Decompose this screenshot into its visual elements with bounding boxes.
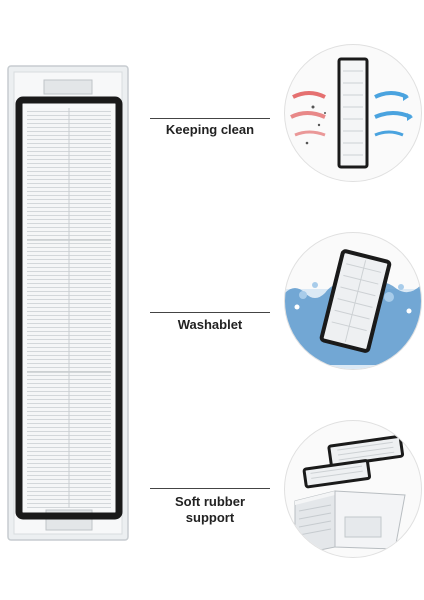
water-splash-filter-icon [285, 249, 421, 369]
feature-label-washablet: Washablet [177, 317, 243, 332]
feature-divider [150, 118, 270, 119]
feature-label-keeping-clean: Keeping clean [165, 122, 255, 137]
feature-label-soft-rubber-support: Soft rubber support [174, 494, 246, 525]
feature-circle-washable [284, 232, 422, 370]
feature-divider [150, 312, 270, 313]
feature-circle-airflow [284, 44, 422, 182]
airflow-filter-icon [290, 57, 413, 169]
feature-divider [150, 488, 270, 489]
feature-circle-support [284, 420, 422, 558]
rubber-frame [15, 96, 123, 520]
filter-set-icon [294, 434, 406, 556]
